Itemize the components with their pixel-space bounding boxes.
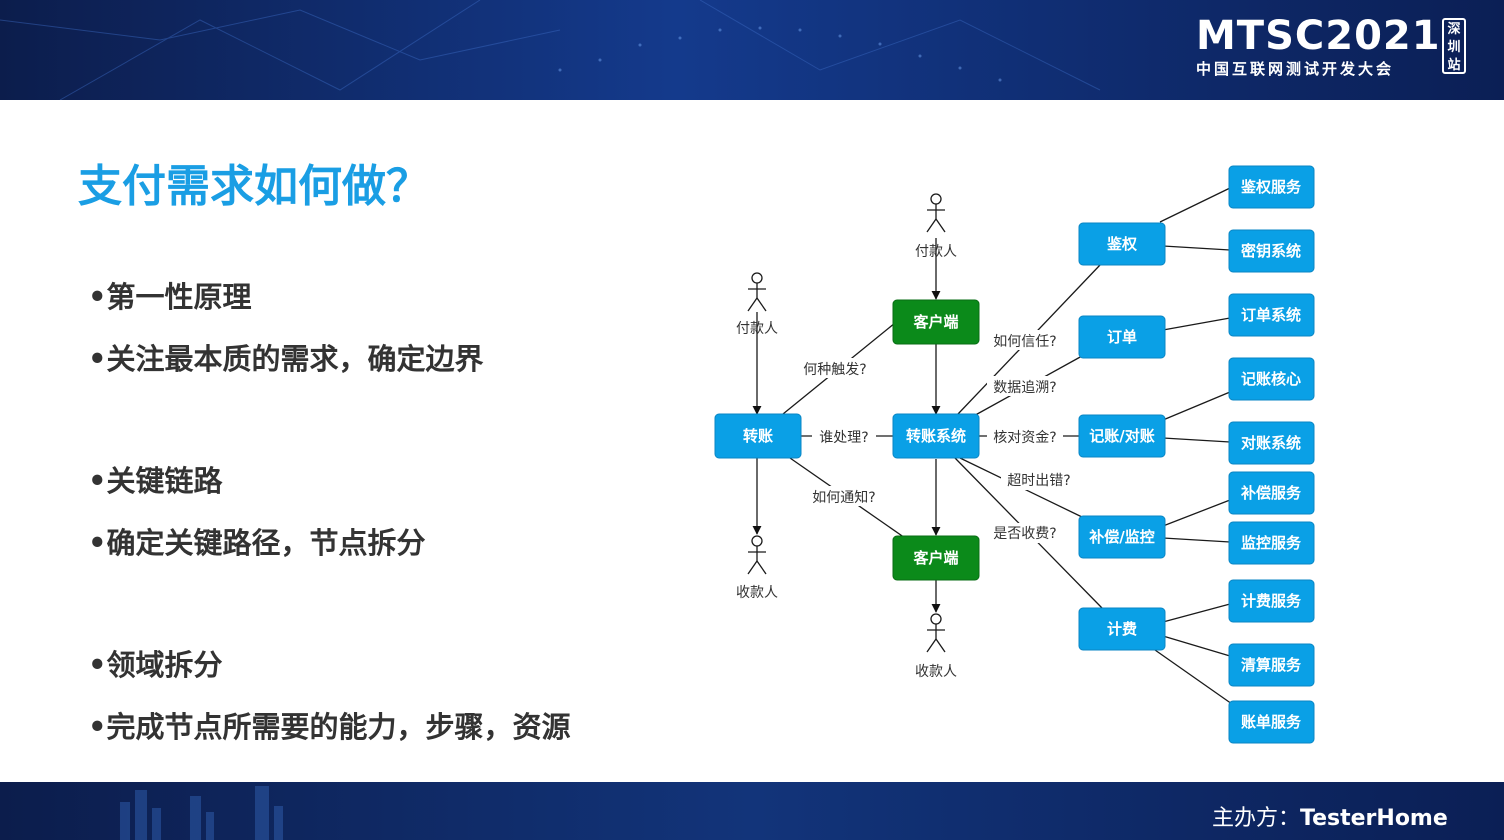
actor-payer-left: [747, 272, 767, 312]
service-billing-service: 计费服务: [1228, 579, 1315, 623]
svg-text:客户端: 客户端: [912, 549, 958, 567]
svg-text:清算服务: 清算服务: [1241, 656, 1302, 674]
node-auth: 鉴权: [1078, 222, 1166, 266]
node-client-bottom: 客户端: [892, 535, 980, 581]
edge-label-charge-fee: 是否收费?: [993, 526, 1056, 542]
svg-text:密钥系统: 密钥系统: [1241, 242, 1301, 260]
bullet-3: •关键链路: [88, 464, 223, 498]
service-auth-service: 鉴权服务: [1228, 165, 1315, 209]
node-compensation: 补偿/监控: [1078, 515, 1166, 559]
service-monitor-service: 监控服务: [1228, 521, 1315, 565]
svg-text:补偿服务: 补偿服务: [1240, 484, 1302, 502]
edge-label-how-trust: 如何信任?: [993, 334, 1056, 350]
svg-text:记账/对账: 记账/对账: [1089, 427, 1154, 445]
conference-logo: MTSC2021: [1196, 13, 1441, 59]
conference-subtitle: 中国互联网测试开发大会: [1196, 60, 1395, 78]
svg-text:监控服务: 监控服务: [1241, 534, 1302, 552]
node-transfer: 转账: [714, 413, 802, 459]
bullet-2: •关注最本质的需求，确定边界: [88, 342, 484, 376]
node-transfer-system: 转账系统: [892, 413, 980, 459]
actor-label-payer-top: 付款人: [915, 244, 957, 260]
svg-text:记账核心: 记账核心: [1241, 370, 1301, 388]
edge-label-timeout-error: 超时出错?: [1007, 473, 1070, 489]
edge-auth-authservice: [1159, 187, 1231, 223]
bullet-5: •领域拆分: [88, 648, 223, 682]
edge-label-how-trigger: 何种触发?: [803, 362, 866, 378]
edge-order-ordersystem: [1162, 317, 1231, 331]
service-bill-service: 账单服务: [1228, 700, 1315, 744]
svg-text:订单: 订单: [1107, 328, 1137, 346]
edge-comp-compservice: [1162, 499, 1231, 527]
svg-text:对账系统: 对账系统: [1241, 434, 1301, 452]
edge-accounting-reconcile: [1162, 437, 1231, 443]
actor-payer-top: [926, 193, 946, 233]
bullet-6: •完成节点所需要的能力，步骤，资源: [88, 710, 571, 744]
actor-payee-left: [747, 535, 767, 575]
service-reconciliation-system: 对账系统: [1228, 421, 1315, 465]
svg-text:转账: 转账: [743, 427, 773, 445]
page-title: 支付需求如何做？: [78, 161, 430, 212]
service-accounting-core: 记账核心: [1228, 357, 1315, 401]
edge-label-verify-funds: 核对资金?: [993, 430, 1056, 446]
node-accounting: 记账/对账: [1078, 414, 1166, 458]
connector-lines: [752, 187, 1233, 705]
edge-label-data-trace: 数据追溯?: [993, 380, 1056, 396]
edge-billing-clearing: [1162, 635, 1231, 657]
organizer-credit: 主办方：TesterHome: [1212, 800, 1448, 832]
edge-label-how-notify: 如何通知?: [812, 489, 875, 506]
service-compensation-service: 补偿服务: [1228, 471, 1315, 515]
banner-network-decoration: [0, 0, 1101, 100]
service-clearing-service: 清算服务: [1228, 643, 1315, 687]
node-order: 订单: [1078, 315, 1166, 359]
actor-label-payer-left: 付款人: [736, 321, 778, 337]
svg-text:补偿/监控: 补偿/监控: [1088, 528, 1154, 546]
bottom-banner: 主办方：TesterHome: [0, 782, 1504, 840]
actor-payee-bottom: [926, 613, 946, 653]
organizer-prefix: 主办方：: [1212, 806, 1301, 831]
svg-text:客户端: 客户端: [912, 313, 958, 331]
bullet-1: •第一性原理: [88, 280, 252, 314]
location-badge: 深圳站: [1442, 18, 1466, 74]
edge-comp-monitor: [1162, 537, 1231, 543]
edge-label-who-handles: 谁处理?: [819, 430, 868, 446]
svg-text:计费: 计费: [1107, 620, 1137, 638]
edge-auth-keysystem: [1162, 245, 1231, 251]
svg-text:转账系统: 转账系统: [906, 427, 966, 445]
node-client-top: 客户端: [892, 299, 980, 345]
organizer-name: TesterHome: [1300, 806, 1448, 831]
actor-label-payee-bottom: 收款人: [915, 664, 957, 680]
edge-billing-billingservice: [1162, 603, 1231, 623]
edge-billing-bill: [1154, 649, 1233, 705]
edge-accounting-core: [1162, 391, 1231, 421]
top-banner: MTSC2021 中国互联网测试开发大会 深圳站: [0, 0, 1504, 100]
svg-text:鉴权服务: 鉴权服务: [1240, 178, 1302, 196]
svg-text:鉴权: 鉴权: [1106, 235, 1138, 253]
node-billing: 计费: [1078, 607, 1166, 651]
service-key-system: 密钥系统: [1228, 229, 1315, 273]
actor-label-payee-left: 收款人: [736, 585, 778, 601]
service-order-system: 订单系统: [1228, 293, 1315, 337]
city-skyline-decoration: [120, 786, 283, 840]
svg-text:订单系统: 订单系统: [1241, 306, 1301, 324]
svg-text:计费服务: 计费服务: [1241, 592, 1302, 610]
svg-text:账单服务: 账单服务: [1241, 713, 1302, 731]
bullet-4: •确定关键路径，节点拆分: [88, 526, 426, 560]
